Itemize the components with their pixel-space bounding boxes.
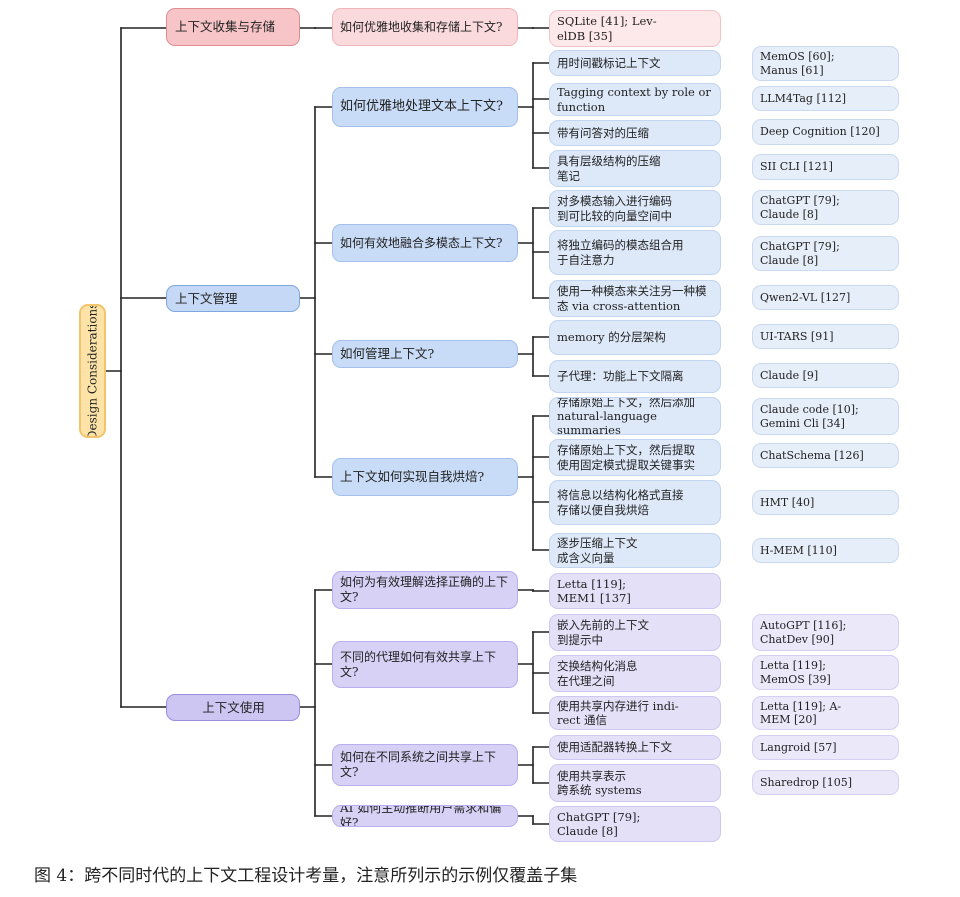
root-node: Design Considerations: [79, 304, 106, 438]
example-letta-memos: Letta [119]; MemOS [39]: [752, 655, 899, 690]
method-self-attention-fusion: 将独立编码的模态组合用 于自注意力: [549, 230, 721, 275]
method-structured-messages: 交换结构化消息 在代理之间: [549, 655, 721, 692]
category-usage: 上下文使用: [166, 694, 300, 721]
example-letta-a-mem: Letta [119]; A- MEM [20]: [752, 696, 899, 730]
method-fixed-schema: 存储原始上下文，然后提取 使用固定模式提取关键事实: [549, 439, 721, 476]
example-sii-cli: SII CLI [121]: [752, 154, 899, 180]
example-llm4tag: LLM4Tag [112]: [752, 86, 899, 111]
question-self-bake: 上下文如何实现自我烘焙?: [332, 458, 518, 496]
method-cross-attention: 使用一种模态来关注另一种模态 via cross-attention: [549, 280, 721, 317]
root-label: Design Considerations: [85, 304, 100, 438]
method-sqlite-leveldb: SQLite [41]; Lev- elDB [35]: [549, 10, 721, 47]
question-manage-context: 如何管理上下文?: [332, 340, 518, 368]
category-management: 上下文管理: [166, 285, 300, 312]
example-ui-tars: UI-TARS [91]: [752, 324, 899, 349]
method-summaries: 存储原始上下文，然后添加 natural-language summaries: [549, 397, 721, 435]
question-text-context: 如何优雅地处理文本上下文?: [332, 87, 518, 127]
method-shared-memory: 使用共享内存进行 indi- rect 通信: [549, 696, 721, 730]
example-h-mem: H-MEM [110]: [752, 538, 899, 563]
category-collection: 上下文收集与存储: [166, 8, 300, 46]
figure-caption: 图 4：跨不同时代的上下文工程设计考量，注意所列示的示例仅覆盖子集: [34, 866, 578, 886]
example-claude-code-gemini: Claude code [10]; Gemini Cli [34]: [752, 398, 899, 435]
method-shared-representation: 使用共享表示 跨系统 systems: [549, 764, 721, 802]
method-chatgpt-claude: ChatGPT [79]; Claude [8]: [549, 806, 721, 842]
method-letta-mem1: Letta [119]; MEM1 [137]: [549, 573, 721, 609]
question-select-context: 如何为有效理解选择正确的上下文?: [332, 571, 518, 609]
method-adapter: 使用适配器转换上下文: [549, 735, 721, 760]
example-qwen2-vl: Qwen2-VL [127]: [752, 285, 899, 310]
example-autogpt-chatdev: AutoGPT [116]; ChatDev [90]: [752, 614, 899, 651]
example-claude: Claude [9]: [752, 363, 899, 388]
method-qa-compression: 带有问答对的压缩: [549, 120, 721, 146]
method-structured-storage: 将信息以结构化格式直接 存储以便自我烘焙: [549, 480, 721, 525]
example-sharedrop: Sharedrop [105]: [752, 770, 899, 795]
method-hierarchical-notes: 具有层级结构的压缩 笔记: [549, 150, 721, 187]
question-agent-sharing: 不同的代理如何有效共享上下文?: [332, 641, 518, 688]
question-collect-store: 如何优雅地收集和存储上下文?: [332, 8, 518, 46]
question-cross-system: 如何在不同系统之间共享上下 文?: [332, 744, 518, 786]
example-hmt: HMT [40]: [752, 490, 899, 515]
example-deep-cognition: Deep Cognition [120]: [752, 119, 899, 145]
question-multimodal: 如何有效地融合多模态上下文?: [332, 224, 518, 262]
method-embed-prompt: 嵌入先前的上下文 到提示中: [549, 614, 721, 651]
example-memos-manus: MemOS [60]; Manus [61]: [752, 46, 899, 81]
example-chatschema: ChatSchema [126]: [752, 443, 899, 468]
example-chatgpt-claude-2: ChatGPT [79]; Claude [8]: [752, 236, 899, 271]
method-meaning-vectors: 逐步压缩上下文 成含义向量: [549, 533, 721, 568]
method-subagent-isolation: 子代理：功能上下文隔离: [549, 360, 721, 393]
example-chatgpt-claude-1: ChatGPT [79]; Claude [8]: [752, 190, 899, 225]
method-shared-vector-space: 对多模态输入进行编码 到可比较的向量空间中: [549, 190, 721, 227]
method-hierarchical-memory: memory 的分层架构: [549, 320, 721, 355]
example-langroid: Langroid [57]: [752, 735, 899, 760]
question-infer-needs: AI 如何主动推断用户需求和偏好?: [332, 805, 518, 827]
method-timestamp: 用时间戳标记上下文: [549, 50, 721, 76]
method-role-tagging: Tagging context by role or function: [549, 83, 721, 116]
